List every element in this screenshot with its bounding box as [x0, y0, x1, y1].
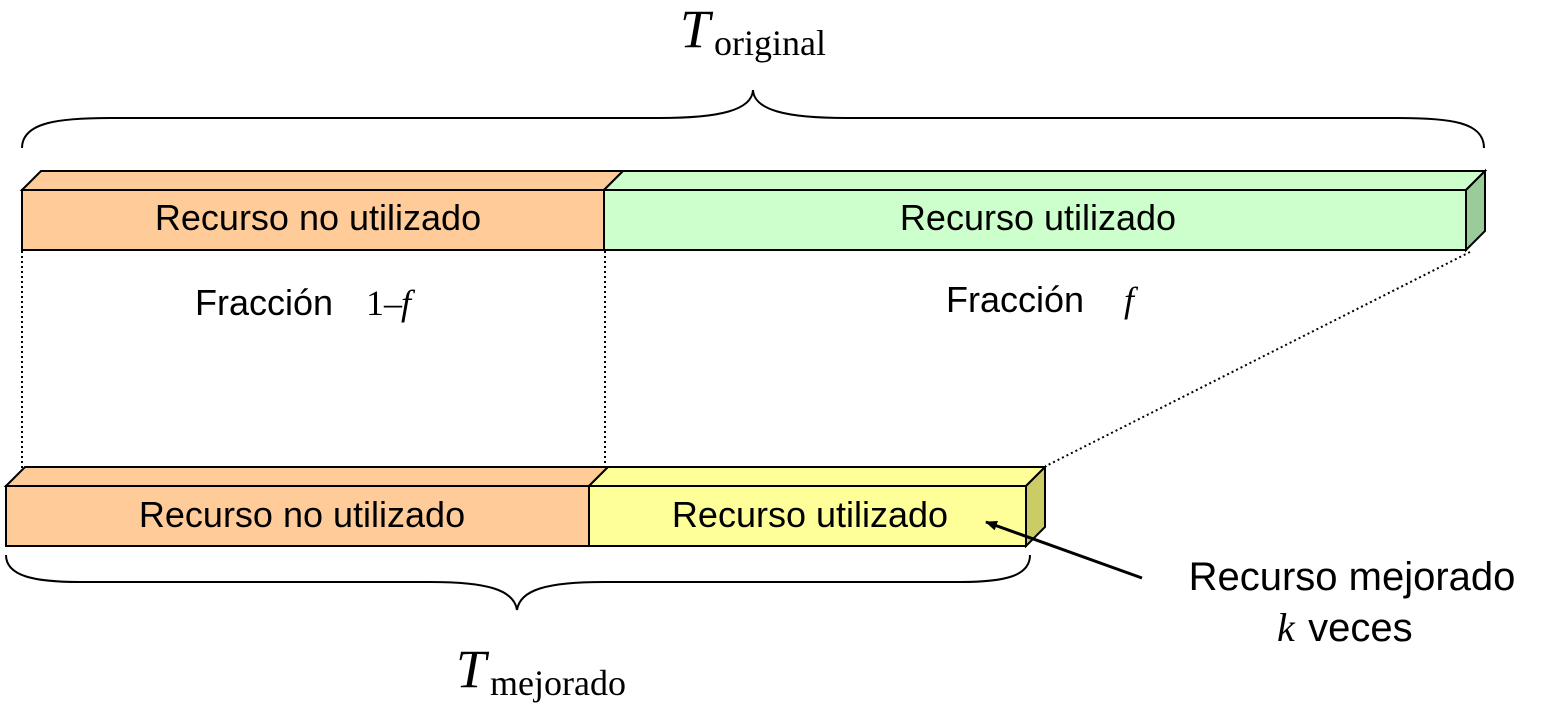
top-bar-unused-segment: Recurso no utilizado: [19, 170, 626, 251]
t-mejorado-label: T: [456, 639, 490, 699]
bottom-bar-improved-segment: Recurso utilizado: [586, 464, 1048, 549]
improved-arrow: [985, 520, 1143, 580]
fraction-one-minus-f: Fracción 1– f: [195, 282, 416, 323]
bottom-unused-label: Recurso no utilizado: [139, 494, 465, 535]
svg-text:Recurso mejorado: Recurso mejorado: [1189, 555, 1516, 599]
improved-resource-annotation: Recurso mejorado k veces: [1189, 555, 1516, 650]
bottom-used-label: Recurso utilizado: [672, 494, 948, 535]
top-used-label: Recurso utilizado: [900, 197, 1176, 238]
t-mejorado-subscript: mejorado: [490, 663, 626, 703]
svg-text:Fracción: Fracción: [946, 279, 1084, 320]
svg-text:Fracción: Fracción: [195, 282, 333, 323]
projection-lines: [21, 251, 1471, 468]
svg-text:f: f: [1124, 280, 1139, 320]
svg-text:k: k: [1277, 605, 1296, 650]
svg-text:veces: veces: [1297, 606, 1413, 650]
t-original-subscript: original: [714, 23, 826, 63]
t-original-label: T: [680, 0, 714, 59]
top-unused-label: Recurso no utilizado: [155, 197, 481, 238]
top-brace: [21, 89, 1485, 149]
fraction-f: Fracción f: [946, 279, 1139, 320]
bottom-brace: [5, 554, 1031, 611]
svg-text:1–: 1–: [366, 283, 403, 323]
bottom-bar-unused-segment: Recurso no utilizado: [3, 466, 611, 547]
svg-text:f: f: [401, 283, 416, 323]
top-bar-used-segment: Recurso utilizado: [601, 168, 1488, 253]
